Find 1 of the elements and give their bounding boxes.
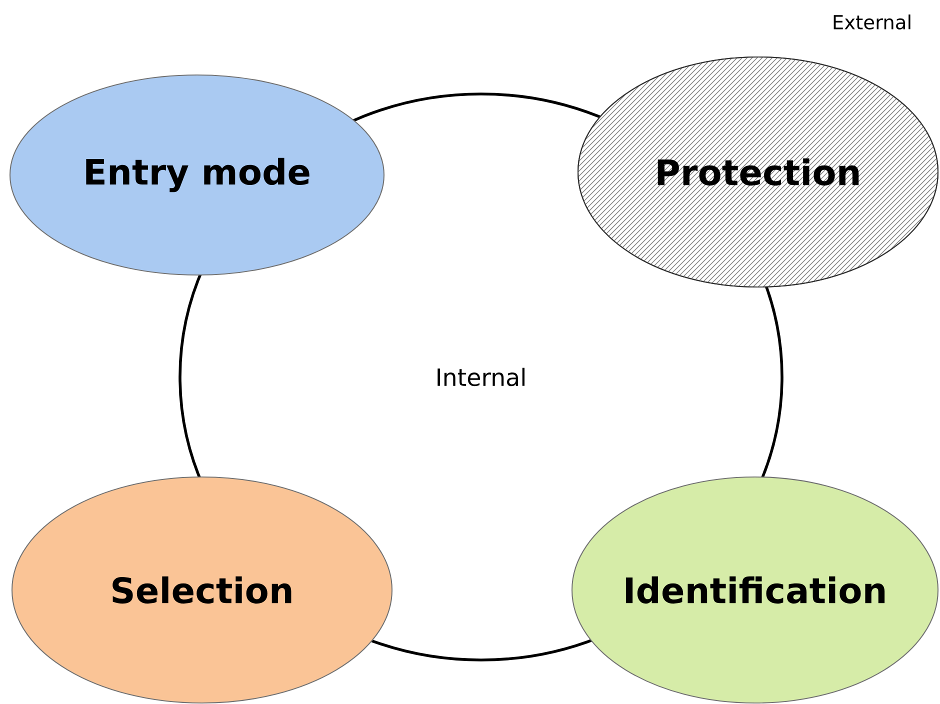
region-label: External: [834, 14, 910, 30]
